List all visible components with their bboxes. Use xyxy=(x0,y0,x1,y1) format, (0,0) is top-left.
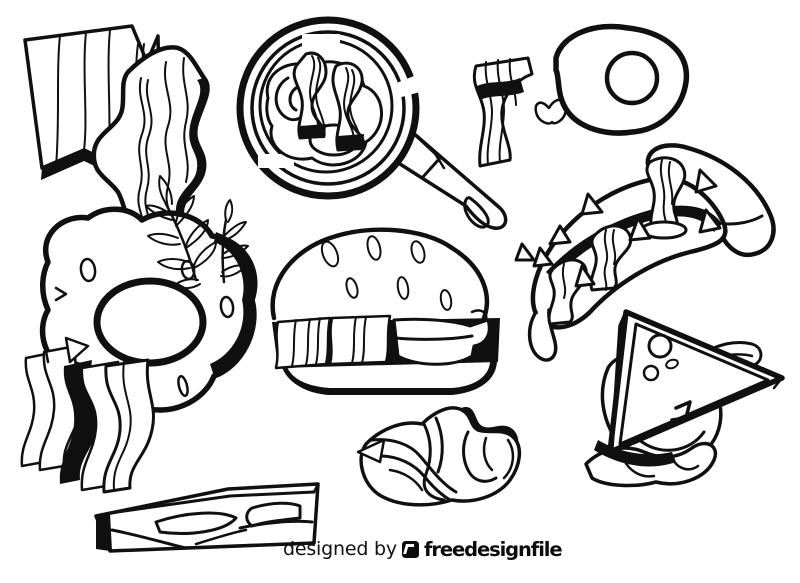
club-sandwich xyxy=(584,309,785,488)
pizza-slice xyxy=(514,143,776,362)
watermark-prefix: designed by xyxy=(283,538,397,560)
watermark: designed by freedesignfile xyxy=(283,535,563,563)
bacon-curl-small xyxy=(472,56,534,168)
bacon-slab xyxy=(94,482,320,553)
frying-pan xyxy=(236,16,508,230)
bacon-burger xyxy=(270,227,500,395)
fried-egg-small xyxy=(553,23,690,136)
fried-egg-large xyxy=(39,175,258,413)
watermark-brand: freedesignfile xyxy=(423,537,563,561)
freedesignfile-logo-icon xyxy=(401,540,419,558)
bacon-crisp-curl xyxy=(356,406,522,507)
bacon-stack xyxy=(20,336,155,494)
